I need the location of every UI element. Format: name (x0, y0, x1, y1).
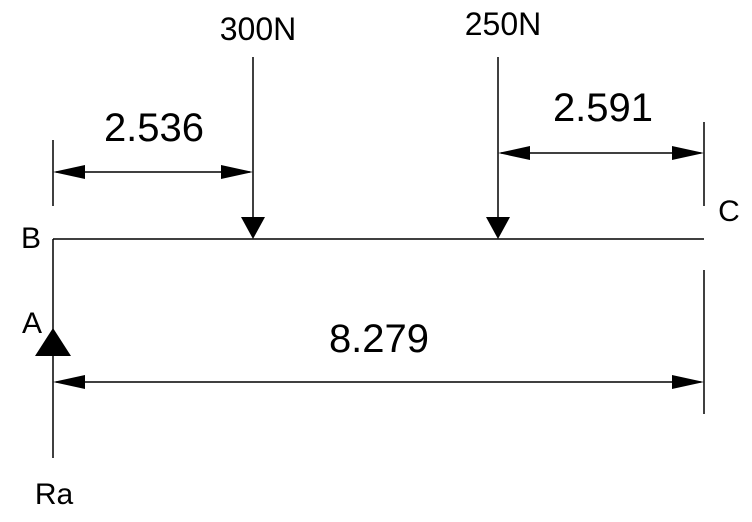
point-b-label: B (21, 222, 41, 255)
dim-right-arrow-end-icon (672, 146, 704, 160)
dim-left-arrow-start-icon (53, 165, 85, 179)
load1-label: 300N (220, 11, 297, 47)
dim-right-arrow-start-icon (498, 146, 530, 160)
dim-right-label: 2.591 (553, 86, 653, 130)
dim-left-arrow-end-icon (221, 165, 253, 179)
load1-arrowhead-icon (241, 217, 265, 239)
dim-left-label: 2.536 (104, 106, 204, 150)
dim-total-label: 8.279 (329, 317, 429, 361)
reaction-label: Ra (35, 478, 74, 511)
pin-support-icon (35, 328, 71, 356)
point-a-label: A (22, 307, 42, 340)
dim-total-arrow-end-icon (672, 375, 704, 389)
load2-arrowhead-icon (486, 217, 510, 239)
dim-total-arrow-start-icon (53, 375, 85, 389)
point-c-label: C (718, 195, 740, 228)
load2-label: 250N (465, 6, 542, 42)
